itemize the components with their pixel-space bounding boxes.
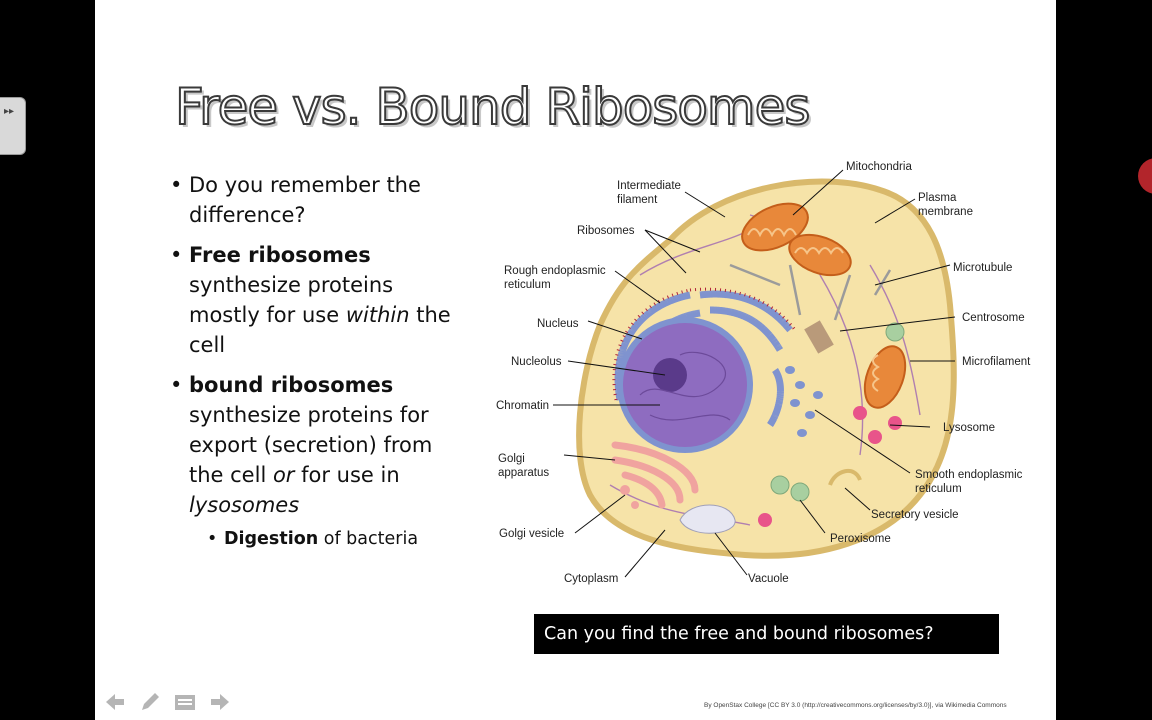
expand-panel-tab[interactable]: ▸▸ bbox=[0, 97, 26, 155]
microtubules bbox=[729, 263, 892, 321]
label-intermediate-filament: Intermediate bbox=[617, 180, 681, 192]
bullet-text: Do you remember the difference? bbox=[189, 173, 421, 227]
bullet-dot: • bbox=[170, 373, 183, 397]
label-ribosomes: Ribosomes bbox=[577, 225, 635, 237]
nucleus bbox=[617, 317, 753, 453]
caption-box: Can you find the free and bound ribosome… bbox=[534, 614, 999, 654]
label-plasma-membrane: Plasma bbox=[918, 192, 957, 204]
mitochondria-group bbox=[741, 202, 907, 409]
bullet-italic: lysosomes bbox=[189, 493, 300, 517]
label-smooth-er: reticulum bbox=[915, 483, 962, 495]
label-golgi-vesicle: Golgi vesicle bbox=[499, 528, 564, 540]
arrow-right-icon[interactable] bbox=[208, 690, 232, 714]
bullet-text: synthesize proteins for export (secretio… bbox=[189, 403, 433, 487]
slide-title: Free vs. Bound Ribosomes bbox=[174, 77, 811, 137]
bullet-item: • Free ribosomes synthesize proteins mos… bbox=[170, 240, 470, 360]
bullet-italic: within bbox=[345, 303, 410, 327]
label-peroxisome: Peroxisome bbox=[830, 533, 891, 545]
label-microtubule: Microtubule bbox=[953, 262, 1012, 274]
expand-panel-icon: ▸▸ bbox=[4, 106, 15, 117]
label-cytoplasm: Cytoplasm bbox=[564, 573, 618, 585]
nucleolus bbox=[653, 358, 687, 392]
bullet-item: • Do you remember the difference? bbox=[170, 170, 470, 230]
bullet-bold: bound ribosomes bbox=[189, 373, 394, 397]
vesicles bbox=[620, 322, 905, 527]
label-plasma-membrane: membrane bbox=[918, 206, 973, 218]
label-microfilament: Microfilament bbox=[962, 356, 1031, 368]
label-lysosome: Lysosome bbox=[943, 422, 995, 434]
bullet-dot: • bbox=[207, 529, 218, 549]
bullet-item: • bound ribosomes synthesize proteins fo… bbox=[170, 370, 470, 520]
label-nucleus: Nucleus bbox=[537, 318, 579, 330]
bullet-dot: • bbox=[170, 243, 183, 267]
animal-cell-diagram: Intermediate filament Mitochondria Plasm… bbox=[496, 161, 1031, 585]
label-golgi-apparatus: Golgi bbox=[498, 453, 525, 465]
leader-lines bbox=[553, 169, 956, 578]
label-intermediate-filament: filament bbox=[617, 194, 658, 206]
label-secretory-vesicle: Secretory vesicle bbox=[871, 509, 959, 521]
label-smooth-er: Smooth endoplasmic bbox=[915, 469, 1023, 481]
centrosome bbox=[804, 320, 834, 354]
label-mitochondria: Mitochondria bbox=[846, 161, 912, 173]
bullet-bold: Digestion bbox=[224, 529, 319, 549]
golgi-apparatus bbox=[611, 441, 699, 509]
bullet-bold: Free ribosomes bbox=[189, 243, 371, 267]
label-rough-er: reticulum bbox=[504, 279, 551, 291]
label-centrosome: Centrosome bbox=[962, 312, 1025, 324]
record-indicator bbox=[1138, 158, 1152, 194]
attribution-text: By OpenStax College [CC BY 3.0 (http://c… bbox=[704, 702, 1007, 709]
arrow-left-icon[interactable] bbox=[103, 690, 127, 714]
bullet-text: for use in bbox=[294, 463, 400, 487]
bullet-text: of bacteria bbox=[318, 529, 419, 549]
bullet-text: the cell bbox=[189, 303, 451, 357]
bullet-list: • Do you remember the difference? • Free… bbox=[170, 170, 470, 562]
slides-menu-icon[interactable] bbox=[173, 690, 197, 714]
pen-icon[interactable] bbox=[138, 690, 162, 714]
vacuole bbox=[679, 504, 736, 534]
sub-bullet-item: • Digestion of bacteria bbox=[207, 526, 470, 552]
secretory-vesicle bbox=[828, 469, 862, 486]
bullet-dot: • bbox=[170, 173, 183, 197]
label-nucleolus: Nucleolus bbox=[511, 356, 562, 368]
bullet-text: synthesize proteins mostly for use bbox=[189, 273, 394, 327]
smooth-er bbox=[785, 366, 823, 437]
mitochondria-cristae bbox=[747, 228, 880, 392]
bullet-italic: or bbox=[272, 463, 295, 487]
chromatin bbox=[639, 351, 731, 421]
label-rough-er: Rough endoplasmic bbox=[504, 265, 606, 277]
ribosome-dots bbox=[612, 287, 797, 401]
label-vacuole: Vacuole bbox=[748, 573, 789, 585]
label-chromatin: Chromatin bbox=[496, 400, 549, 412]
label-golgi-apparatus: apparatus bbox=[498, 467, 549, 479]
